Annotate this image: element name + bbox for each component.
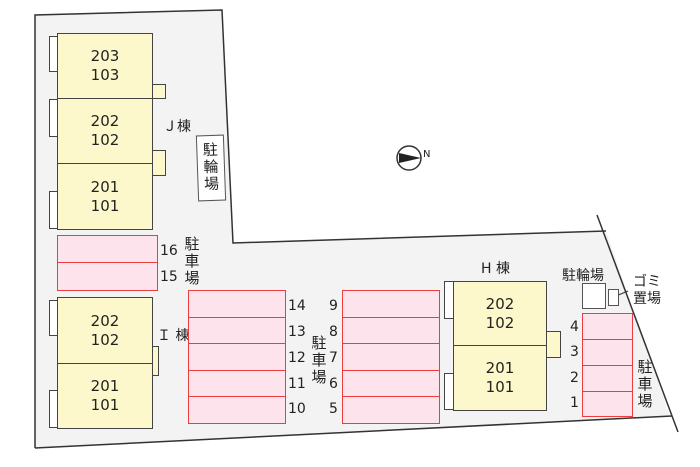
compass-label: N: [423, 149, 431, 160]
unit-number: 101: [90, 396, 120, 414]
unit-number: 101: [485, 378, 515, 396]
parking-number: 6: [329, 376, 338, 392]
parking-number: 3: [570, 344, 579, 360]
parking-number: 12: [288, 350, 306, 366]
unit-number: 202: [90, 112, 120, 130]
unit-number: 102: [90, 131, 120, 149]
parking-number: 1: [570, 395, 579, 411]
north-arrow-icon: [396, 145, 422, 171]
parking-area-d: [582, 313, 633, 417]
entrance: [151, 346, 159, 376]
garbage-label: ゴミ置場: [633, 274, 661, 307]
bike-parking-j: 駐輪場: [195, 134, 227, 202]
garbage-area: [608, 289, 619, 306]
bike-parking-h: [582, 283, 606, 309]
unit-number: 201: [485, 359, 515, 377]
unit-number: 202: [90, 311, 120, 330]
parking-number: 11: [288, 376, 306, 392]
parking-number: 13: [288, 324, 306, 340]
bike-parking-label: 駐輪場: [562, 268, 604, 284]
unit-number: 201: [90, 377, 120, 395]
parking-label: 駐車場: [311, 334, 327, 386]
unit-number: 102: [485, 313, 515, 332]
parking-number: 9: [329, 298, 338, 314]
unit-number: 102: [90, 330, 120, 349]
parking-number: 8: [329, 324, 338, 340]
bike-parking-label: 駐輪場: [202, 140, 220, 194]
parking-number: 16: [160, 243, 178, 259]
parking-number: 5: [329, 401, 338, 417]
parking-number: 2: [570, 370, 579, 386]
parking-number: 14: [288, 298, 306, 314]
entrance: [151, 150, 166, 176]
parking-number: 10: [288, 401, 306, 417]
building-label-j: Ｊ棟: [163, 119, 191, 135]
unit-number: 103: [90, 66, 120, 84]
compass: N: [396, 145, 436, 177]
parking-number: 15: [160, 269, 178, 285]
parking-label: 駐車場: [637, 358, 653, 410]
unit-number: 203: [90, 47, 120, 65]
building-label-i: Ｉ 棟: [157, 328, 190, 344]
building-label-h: H 棟: [481, 261, 510, 277]
parking-number: 7: [329, 350, 338, 366]
unit-number: 101: [90, 196, 120, 215]
parking-label: 駐車場: [184, 235, 200, 287]
entrance: [545, 331, 561, 358]
parking-area-a: [57, 235, 158, 291]
parking-number: 4: [570, 319, 579, 335]
parking-area-b: [188, 290, 286, 424]
entrance: [151, 84, 166, 99]
unit-number: 201: [90, 177, 120, 196]
parking-area-c: [342, 290, 440, 424]
unit-number: 202: [485, 294, 515, 313]
